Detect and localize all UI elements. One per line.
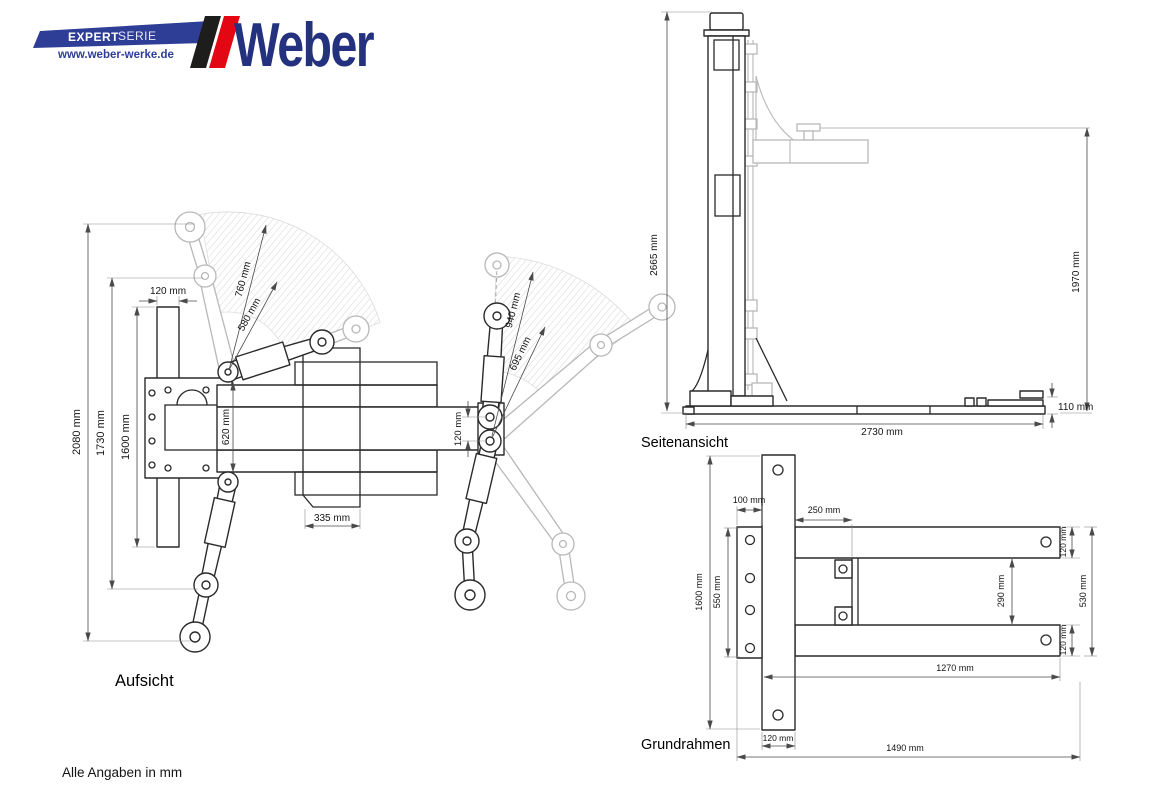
floor-rail — [682, 390, 1046, 415]
base-frame-drawing: 100 mm 250 mm 1600 mm 550 mm 290 mm 120 … — [641, 454, 1097, 761]
top-view-body — [144, 306, 505, 548]
base-frame-body — [736, 454, 1061, 731]
weber-logo: EXPERT SERIE www.weber-werke.de Weber — [33, 10, 376, 79]
dim-label-1730: 1730 mm — [95, 410, 107, 456]
dim-label-550: 550 mm — [712, 576, 722, 609]
units-note: Alle Angaben in mm — [62, 765, 182, 780]
dim-label-120-rail-top: 120 mm — [1058, 527, 1068, 558]
dim-label-250: 250 mm — [808, 505, 841, 515]
ghost-arm-right — [482, 252, 676, 611]
swing-range-sector-left — [199, 211, 381, 355]
dim-label-530: 530 mm — [1078, 575, 1088, 608]
series-label-rest: SERIE — [118, 29, 157, 43]
dim-label-2665: 2665 mm — [649, 234, 660, 276]
brand-wordmark: Weber — [234, 10, 374, 79]
side-view-drawing: 2665 mm 1970 mm 110 mm 2730 mm Seitenans… — [641, 11, 1093, 451]
dim-label-1600: 1600 mm — [120, 414, 132, 460]
dim-label-pivot-gap: 120 mm — [453, 412, 464, 446]
pivot-joints — [217, 361, 503, 493]
swing-arm-right-bottom — [454, 438, 499, 611]
flange-dome — [176, 389, 208, 406]
top-view-drawing: 2080 mm 1730 mm 1600 mm 120 mm 760 mm 58… — [71, 211, 676, 690]
anchor-plate-small — [736, 526, 763, 659]
column-cap — [709, 12, 744, 31]
dim-label-620: 620 mm — [221, 409, 232, 445]
beam-bottom — [216, 449, 438, 473]
expert-banner — [33, 21, 210, 48]
dim-label-2730: 2730 mm — [861, 427, 903, 438]
dim-label-110: 110 mm — [1058, 402, 1093, 413]
swing-arm-right-top — [480, 302, 511, 419]
dim-label-bf-plate-120: 120 mm — [763, 733, 794, 743]
website-link[interactable]: www.weber-werke.de — [57, 49, 174, 61]
anchor-plate — [761, 454, 796, 731]
logo-stripe-black-icon — [190, 16, 221, 68]
side-view-title: Seitenansicht — [641, 435, 728, 451]
top-view-title: Aufsicht — [115, 672, 174, 690]
lift-column — [691, 12, 788, 402]
base-frame-title: Grundrahmen — [641, 737, 730, 753]
dim-label-bf-1600: 1600 mm — [694, 573, 704, 611]
beam-top — [216, 384, 438, 408]
dim-label-1270: 1270 mm — [936, 663, 974, 673]
dim-label-1490: 1490 mm — [886, 743, 924, 753]
beam-main — [216, 406, 481, 451]
lift-arm-ghost — [752, 139, 869, 164]
rail-top — [794, 526, 1061, 559]
base-frame-dimensions: 100 mm 250 mm 1600 mm 550 mm 290 mm 120 … — [694, 455, 1097, 761]
dim-label-290: 290 mm — [996, 575, 1006, 608]
dim-label-335: 335 mm — [314, 513, 350, 524]
dim-label-2080: 2080 mm — [71, 409, 83, 455]
dim-label-120-rail-bottom: 120 mm — [1058, 625, 1068, 656]
rail-bottom — [794, 624, 1061, 657]
dim-label-1970: 1970 mm — [1071, 251, 1082, 293]
logo-stripe-red-icon — [209, 16, 240, 68]
series-label-bold: EXPERT — [68, 30, 119, 44]
side-view-dimensions: 2665 mm 1970 mm 110 mm 2730 mm — [649, 11, 1093, 438]
swing-arm-left-bottom — [179, 482, 237, 653]
dim-label-plate-width: 120 mm — [150, 286, 186, 297]
ghost-arm-left — [174, 211, 370, 375]
dim-label-100: 100 mm — [733, 495, 766, 505]
carriage-ghost — [744, 40, 1090, 402]
center-block — [302, 347, 361, 508]
